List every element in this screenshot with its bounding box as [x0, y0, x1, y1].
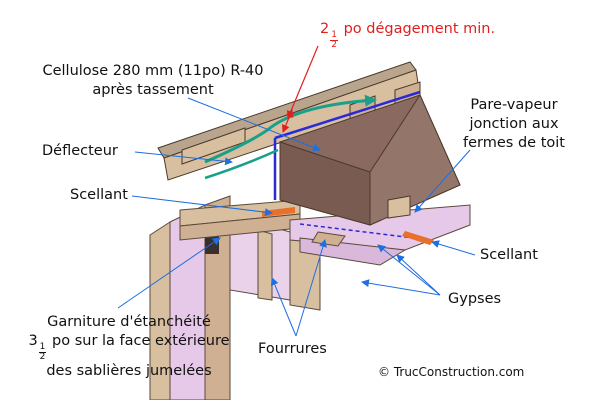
airflow-arrows	[204, 94, 377, 180]
vapor-barrier-label: Pare-vapeur jonction aux fermes de toit	[463, 97, 565, 151]
truss-block	[387, 195, 411, 219]
cellulose-label: Cellulose 280 mm (11po) R-40 après tasse…	[42, 63, 264, 98]
baffle-label: Déflecteur	[42, 143, 118, 159]
furring-label: Fourrures	[258, 341, 327, 357]
cellulose-insulation	[279, 93, 461, 226]
sealant-right-label: Scellant	[480, 247, 538, 263]
copyright-text: © TrucConstruction.com	[378, 365, 525, 379]
vapor-barrier-ceiling	[299, 223, 431, 241]
clearance-arrows	[282, 45, 319, 133]
sealant-bead-right	[402, 231, 434, 245]
baffle	[273, 90, 421, 200]
sealant-left-label: Scellant	[70, 187, 128, 203]
leader-lines	[117, 97, 476, 337]
gypsum-label: Gypses	[448, 291, 502, 307]
